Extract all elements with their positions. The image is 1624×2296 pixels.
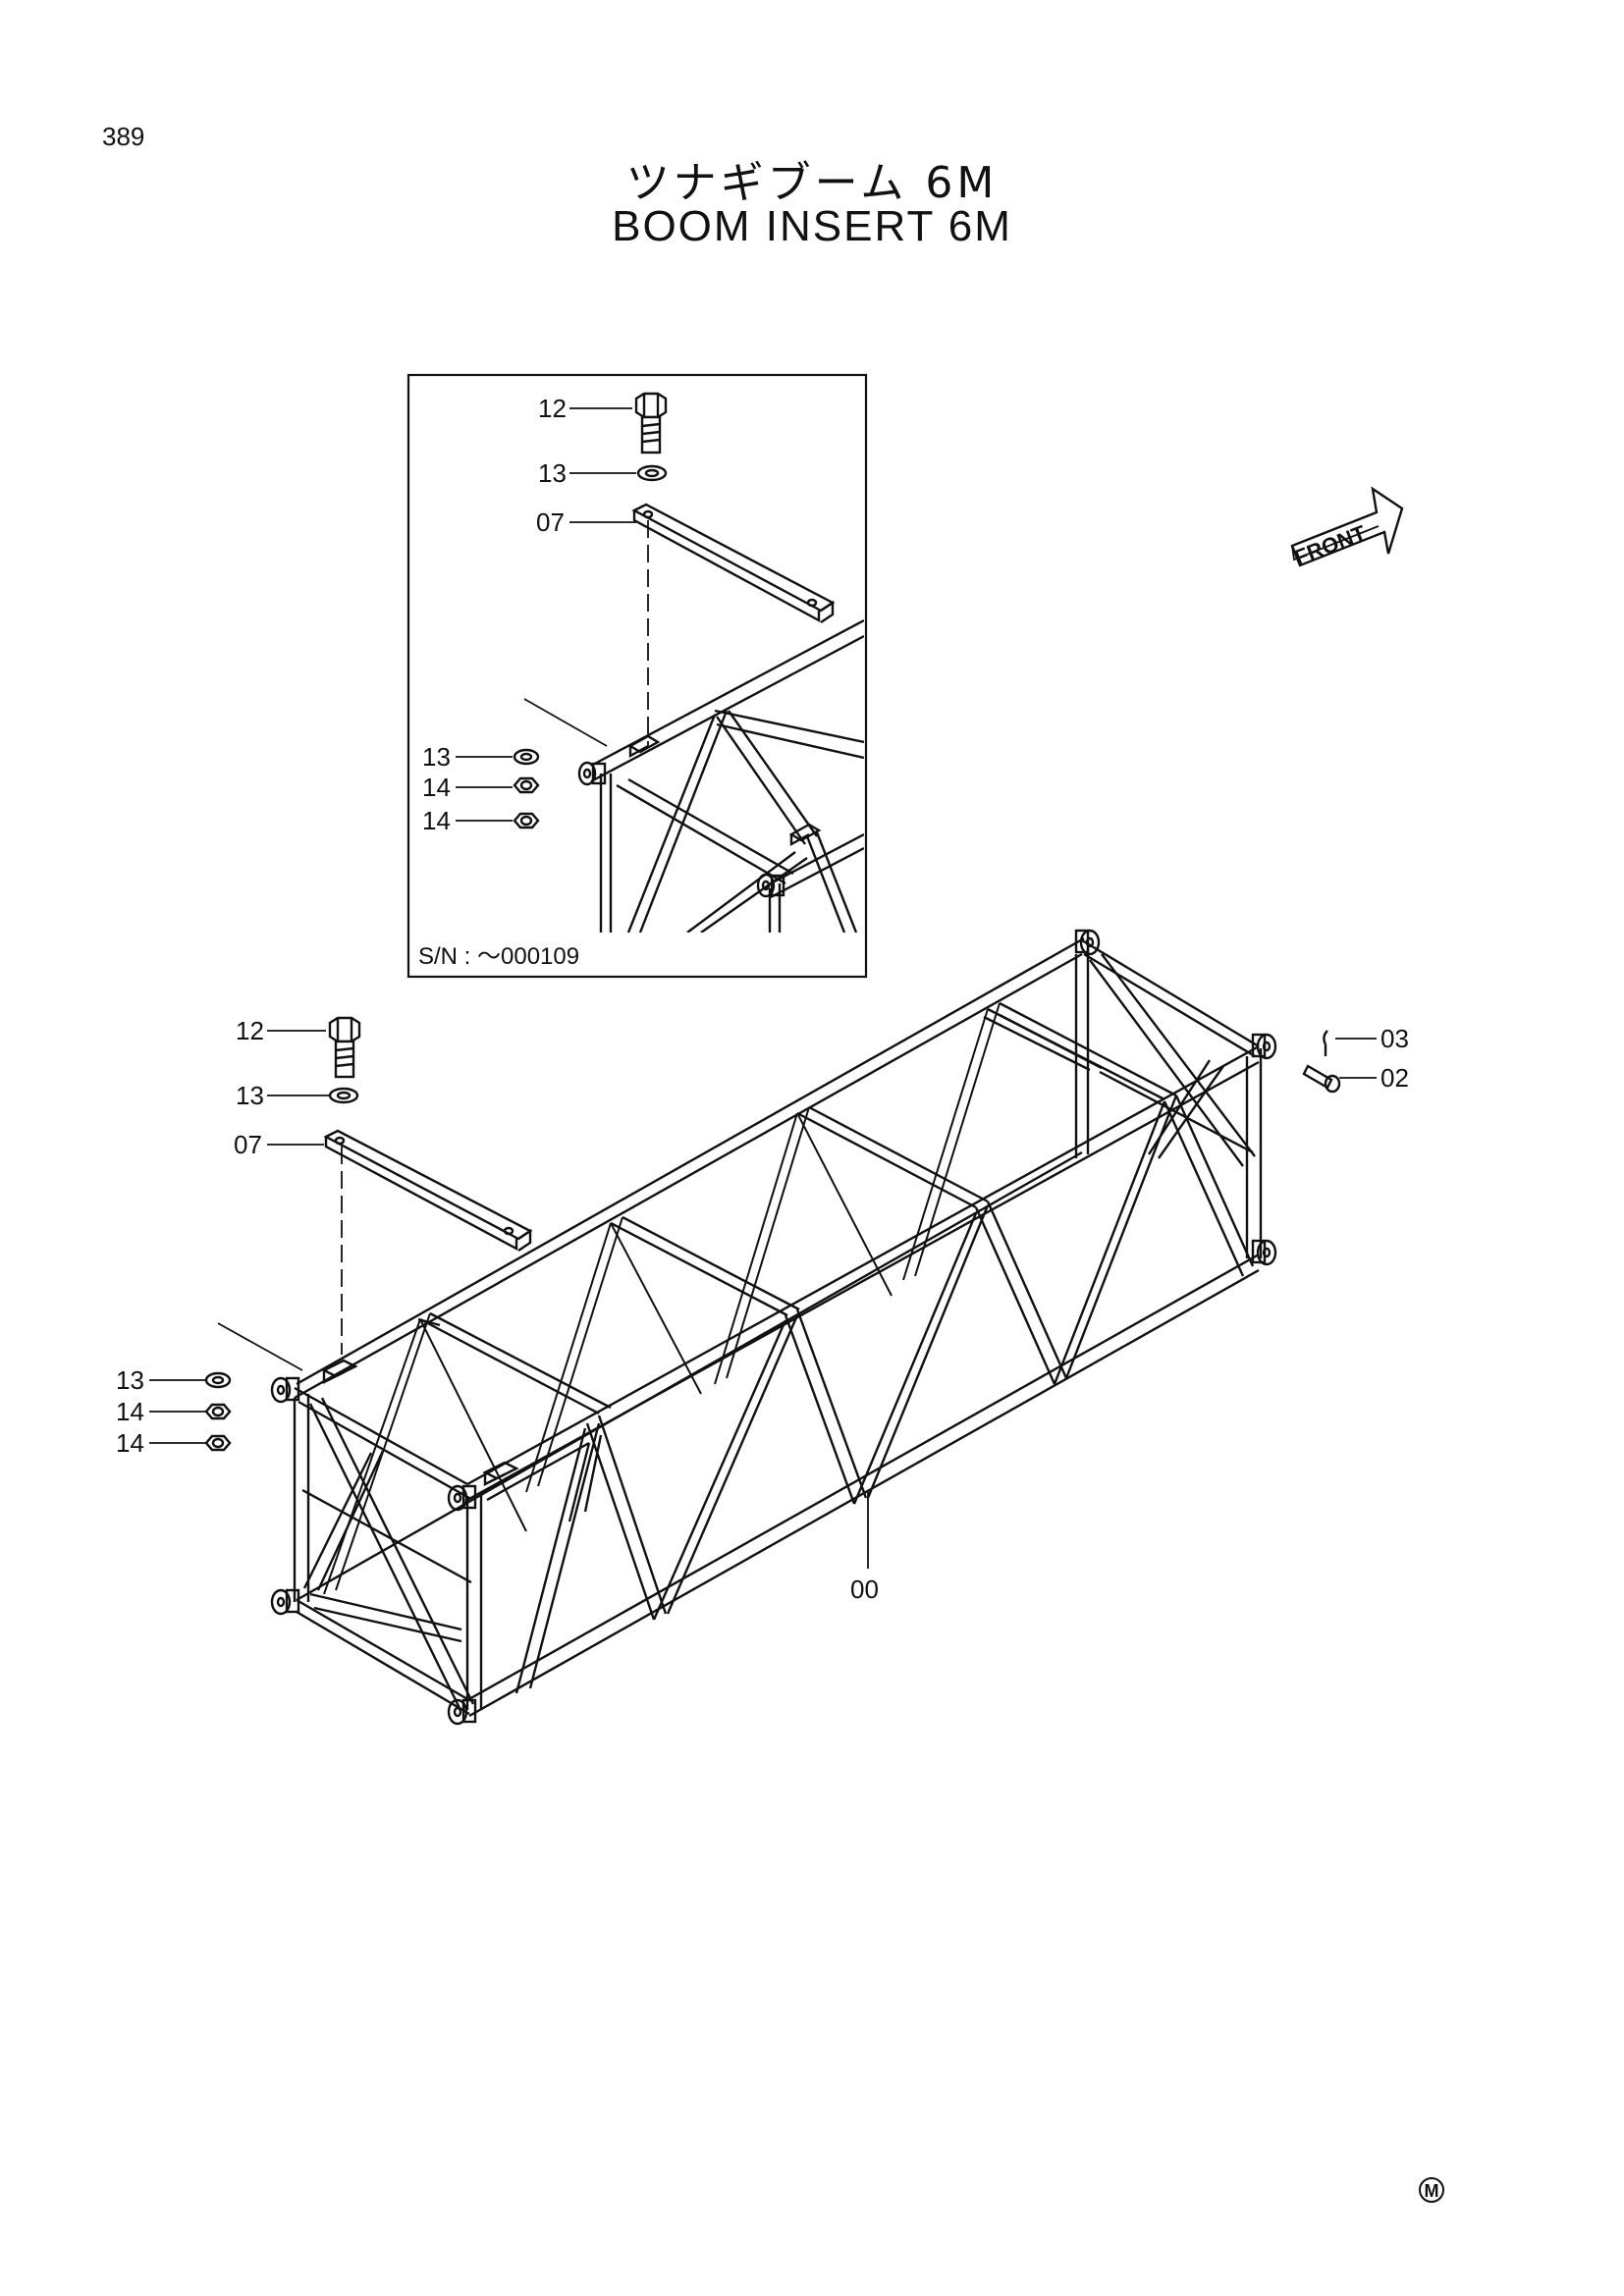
inset-bolt-12 bbox=[634, 392, 668, 454]
inset-frame bbox=[406, 373, 868, 979]
main-label-12: 12 bbox=[236, 1016, 264, 1045]
footer-mark-letter: M bbox=[1425, 2181, 1439, 2201]
main-label-02: 02 bbox=[1380, 1063, 1409, 1093]
inset-label-14: 14 bbox=[422, 773, 451, 802]
inset-washer-13-lower bbox=[513, 748, 540, 766]
main-label-13: 13 bbox=[236, 1081, 264, 1110]
main-nut-14 bbox=[204, 1403, 232, 1420]
main-label-07: 07 bbox=[234, 1130, 262, 1159]
main-label-13-lower: 13 bbox=[116, 1365, 144, 1395]
front-arrow-label: FRONT bbox=[1291, 520, 1370, 570]
inset-pointer-line bbox=[523, 698, 608, 747]
main-label-03: 03 bbox=[1380, 1024, 1409, 1053]
front-arrow: FRONT bbox=[1290, 486, 1404, 570]
page-number: 389 bbox=[102, 122, 145, 151]
inset-label-12: 12 bbox=[538, 394, 567, 423]
boom-insert-truss bbox=[270, 929, 1277, 1726]
main-pointer-line bbox=[217, 1322, 303, 1371]
clip-03 bbox=[1323, 1030, 1328, 1056]
main-washer-13 bbox=[328, 1087, 359, 1104]
inset-label-14-second: 14 bbox=[422, 806, 451, 835]
main-label-14-second: 14 bbox=[116, 1428, 144, 1458]
main-label-00: 00 bbox=[850, 1575, 879, 1604]
main-nut-14-second bbox=[204, 1434, 232, 1452]
main-label-14: 14 bbox=[116, 1397, 144, 1426]
main-bolt-12 bbox=[328, 1016, 361, 1079]
serial-number-note: S/N : ～000109 bbox=[418, 943, 579, 970]
inset-nut-14 bbox=[513, 776, 540, 794]
inset-label-07: 07 bbox=[536, 507, 565, 537]
title-english: BOOM INSERT 6M bbox=[612, 202, 1012, 250]
inset-label-13-lower: 13 bbox=[422, 742, 451, 772]
title-japanese: ツナギブーム 6M bbox=[625, 158, 999, 208]
inset-plate-07 bbox=[631, 503, 836, 623]
footer-circled-mark: M bbox=[1419, 2177, 1444, 2203]
inset-washer-13 bbox=[636, 464, 668, 482]
main-washer-13-lower bbox=[204, 1371, 232, 1389]
inset-truss bbox=[577, 618, 864, 933]
boom-end-lugs bbox=[270, 929, 1277, 1726]
main-plate-07 bbox=[323, 1129, 533, 1252]
pin-02 bbox=[1302, 1064, 1341, 1094]
inset-nut-14-second bbox=[513, 812, 540, 829]
detail-inset: 12 13 07 13 14 14 S/N : ～000109 bbox=[406, 373, 868, 979]
inset-label-13: 13 bbox=[538, 458, 567, 488]
